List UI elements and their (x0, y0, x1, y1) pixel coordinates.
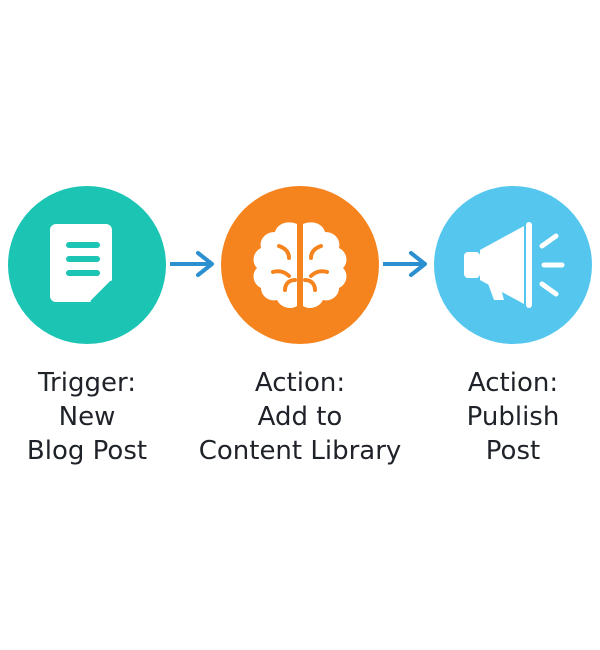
label-line: Action: (467, 368, 559, 398)
label-line: Action: (254, 368, 346, 398)
content-library-circle (221, 186, 379, 344)
document-icon (50, 224, 114, 304)
arrow-1 (168, 249, 218, 283)
label-line: Publish (466, 402, 560, 432)
label-line: Add to (257, 402, 343, 432)
label-line: New (58, 402, 116, 432)
content-library-label: Action: Add to Content Library (190, 366, 410, 468)
label-line: Trigger: (38, 368, 136, 398)
publish-circle (434, 186, 592, 344)
label-line: Post (485, 436, 541, 466)
trigger-circle (8, 186, 166, 344)
arrow-2 (381, 249, 431, 283)
brain-icon (253, 222, 347, 308)
publish-label: Action: Publish Post (403, 366, 600, 468)
megaphone-icon (464, 222, 565, 308)
label-line: Content Library (198, 436, 402, 466)
trigger-label: Trigger: New Blog Post (0, 366, 197, 468)
label-line: Blog Post (26, 436, 148, 466)
